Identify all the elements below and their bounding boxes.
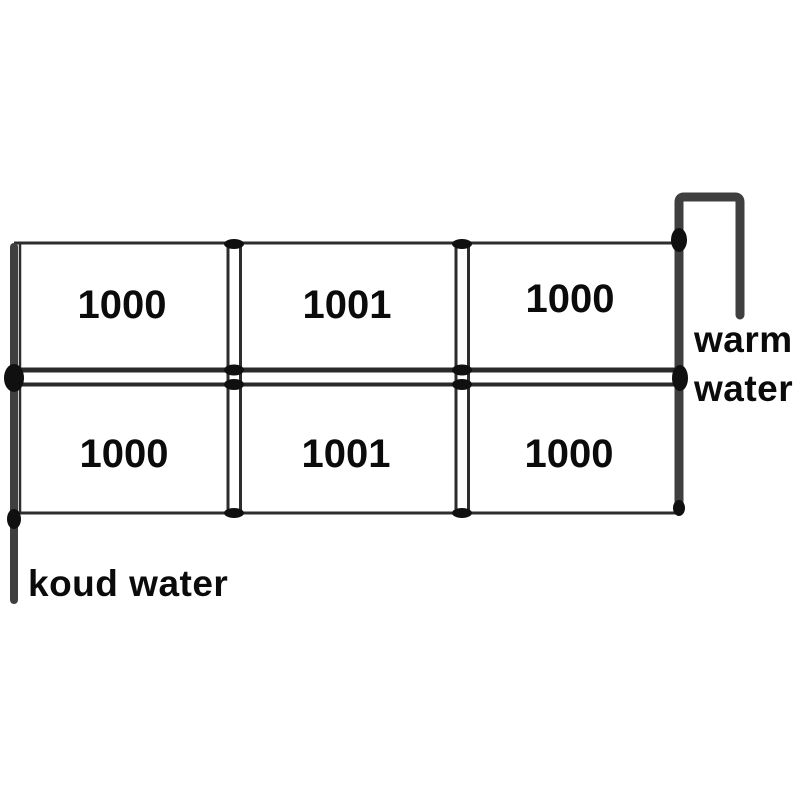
pipe-joints	[4, 228, 688, 529]
joint-connector1-bottom	[224, 508, 244, 518]
panel-rect-r1c3	[468, 243, 677, 370]
panel-rect-r2c2	[241, 384, 456, 513]
joint-right-top	[671, 228, 687, 252]
panel-labels: 1000 1001 1000 1000 1001 1000	[78, 277, 615, 476]
panel-rect-r2c3	[468, 384, 677, 513]
panel-rect-r1c1	[20, 243, 228, 370]
joint-connector2-midupper	[452, 364, 472, 376]
joint-right-middle	[672, 365, 688, 391]
warm-water-label-line2: water	[693, 368, 793, 409]
joint-connector1-midupper	[224, 364, 244, 376]
warm-water-label-line1: warm	[693, 319, 793, 360]
joint-connector2-top	[452, 239, 472, 249]
annotations: warm water koud water	[28, 319, 793, 604]
joint-connector1-midlower	[224, 379, 244, 390]
panel-label-r2c3: 1000	[525, 432, 614, 476]
panel-label-r1c2: 1001	[303, 283, 392, 327]
panel-grid	[20, 243, 677, 513]
joint-connector2-midlower	[452, 379, 472, 390]
panel-label-r1c1: 1000	[78, 283, 167, 327]
joint-left-bottom	[7, 509, 21, 529]
panel-label-r1c3: 1000	[526, 277, 615, 321]
joint-connector1-top	[224, 239, 244, 249]
panel-rect-r2c1	[20, 384, 228, 513]
pipes	[10, 192, 745, 604]
panel-label-r2c1: 1000	[80, 432, 169, 476]
joint-connector2-bottom	[452, 508, 472, 518]
panel-rect-r1c2	[241, 243, 456, 370]
panel-label-r2c2: 1001	[302, 432, 391, 476]
cold-water-label: koud water	[28, 563, 228, 604]
panel-borders	[9, 241, 685, 515]
joint-right-bottom	[673, 500, 685, 516]
joint-left-middle	[4, 364, 24, 392]
warm-water-outlet-pipe	[674, 192, 745, 514]
